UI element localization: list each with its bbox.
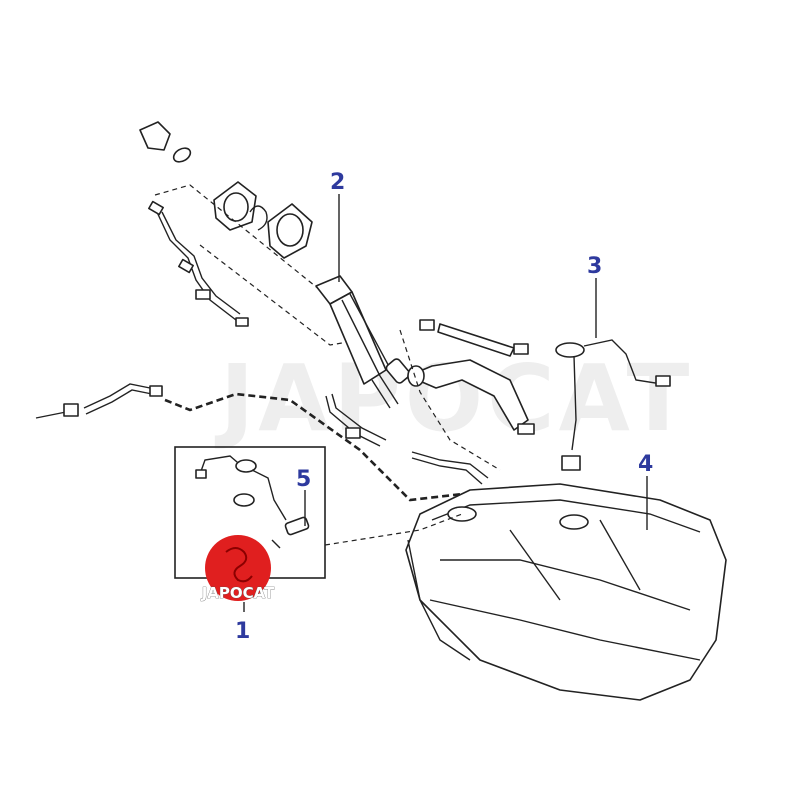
hose-clip-4 (235, 317, 249, 327)
tank-lower-ridge (429, 599, 701, 661)
sender-connector (655, 375, 671, 387)
pump-wire-3 (371, 379, 391, 409)
vent-line-assembly (35, 383, 481, 502)
japocat-logo-text: JAPOCAT (201, 584, 275, 602)
callout-5: 5 (296, 467, 311, 492)
filler-pipe-clamp-2 (517, 423, 535, 435)
sender-float (561, 455, 581, 471)
sender-gauge-assembly (555, 339, 671, 471)
guide-dash-1 (154, 184, 321, 291)
vent-hose-edge (85, 389, 153, 415)
fuel-rubber-hose (437, 323, 515, 357)
sender-wire-harness (583, 339, 663, 385)
return-hose-edge (331, 393, 387, 441)
guide-dash-3 (399, 329, 501, 471)
detail-float-arm (251, 469, 287, 521)
boot-opening (276, 213, 304, 247)
tank-pipe-1 (411, 451, 489, 479)
detail-plate (235, 459, 257, 473)
tank-middle-ridge (440, 559, 691, 611)
tank-crease-1 (509, 529, 561, 601)
vent-pipe-dashed (164, 392, 481, 502)
tank-pipe-1-edge (411, 457, 483, 485)
return-clamp (345, 427, 361, 439)
japocat-logo: JAPOCAT (200, 535, 275, 602)
hose-clip-1 (148, 200, 164, 216)
tank-sender-opening (559, 514, 589, 530)
callout-2: 2 (330, 170, 345, 195)
detail-connector (195, 469, 207, 479)
clamp-ring (249, 205, 268, 231)
flange-opening (223, 192, 249, 222)
pump-wire-4 (379, 375, 399, 405)
fuel-cap (139, 121, 171, 151)
breather-hose-edge (161, 211, 241, 315)
detail-fuel-filter (284, 516, 310, 536)
sender-flange (555, 342, 585, 358)
hose-clamp-b (513, 343, 529, 355)
breather-hose-assembly (148, 200, 249, 327)
hose-clamp-a (419, 319, 435, 331)
sender-float-arm (571, 355, 577, 451)
fuel-tank (405, 483, 727, 701)
tank-body (405, 483, 727, 701)
callout-4: 4 (638, 452, 653, 477)
hose-clip-2 (178, 258, 194, 274)
callout-3: 3 (587, 254, 602, 279)
vent-clamp-2 (149, 385, 163, 397)
pump-wire-1 (341, 299, 381, 377)
tank-pump-opening (447, 506, 477, 522)
detail-guide-dash (324, 513, 463, 546)
detail-wire (199, 455, 245, 475)
breather-hose (155, 209, 237, 321)
japocat-logo-emblem (225, 547, 253, 583)
vent-clamp-1 (63, 403, 79, 417)
fuel-pump-assembly (315, 275, 411, 409)
cap-gasket (172, 147, 192, 163)
callout-1: 1 (235, 619, 250, 644)
tank-strap (407, 539, 471, 661)
vent-bolt (35, 411, 67, 419)
pump-filter (385, 358, 411, 384)
hose-clip-3 (195, 289, 211, 300)
detail-gasket (233, 493, 255, 507)
detail-parts (195, 455, 463, 549)
filler-pipe-clamp (407, 365, 425, 387)
vent-hose (83, 383, 151, 409)
pump-wire-2 (349, 293, 393, 373)
fuel-hose-assembly (325, 319, 535, 485)
detail-clip (271, 539, 281, 549)
tank-crease-2 (599, 519, 641, 591)
return-hose (325, 395, 381, 447)
